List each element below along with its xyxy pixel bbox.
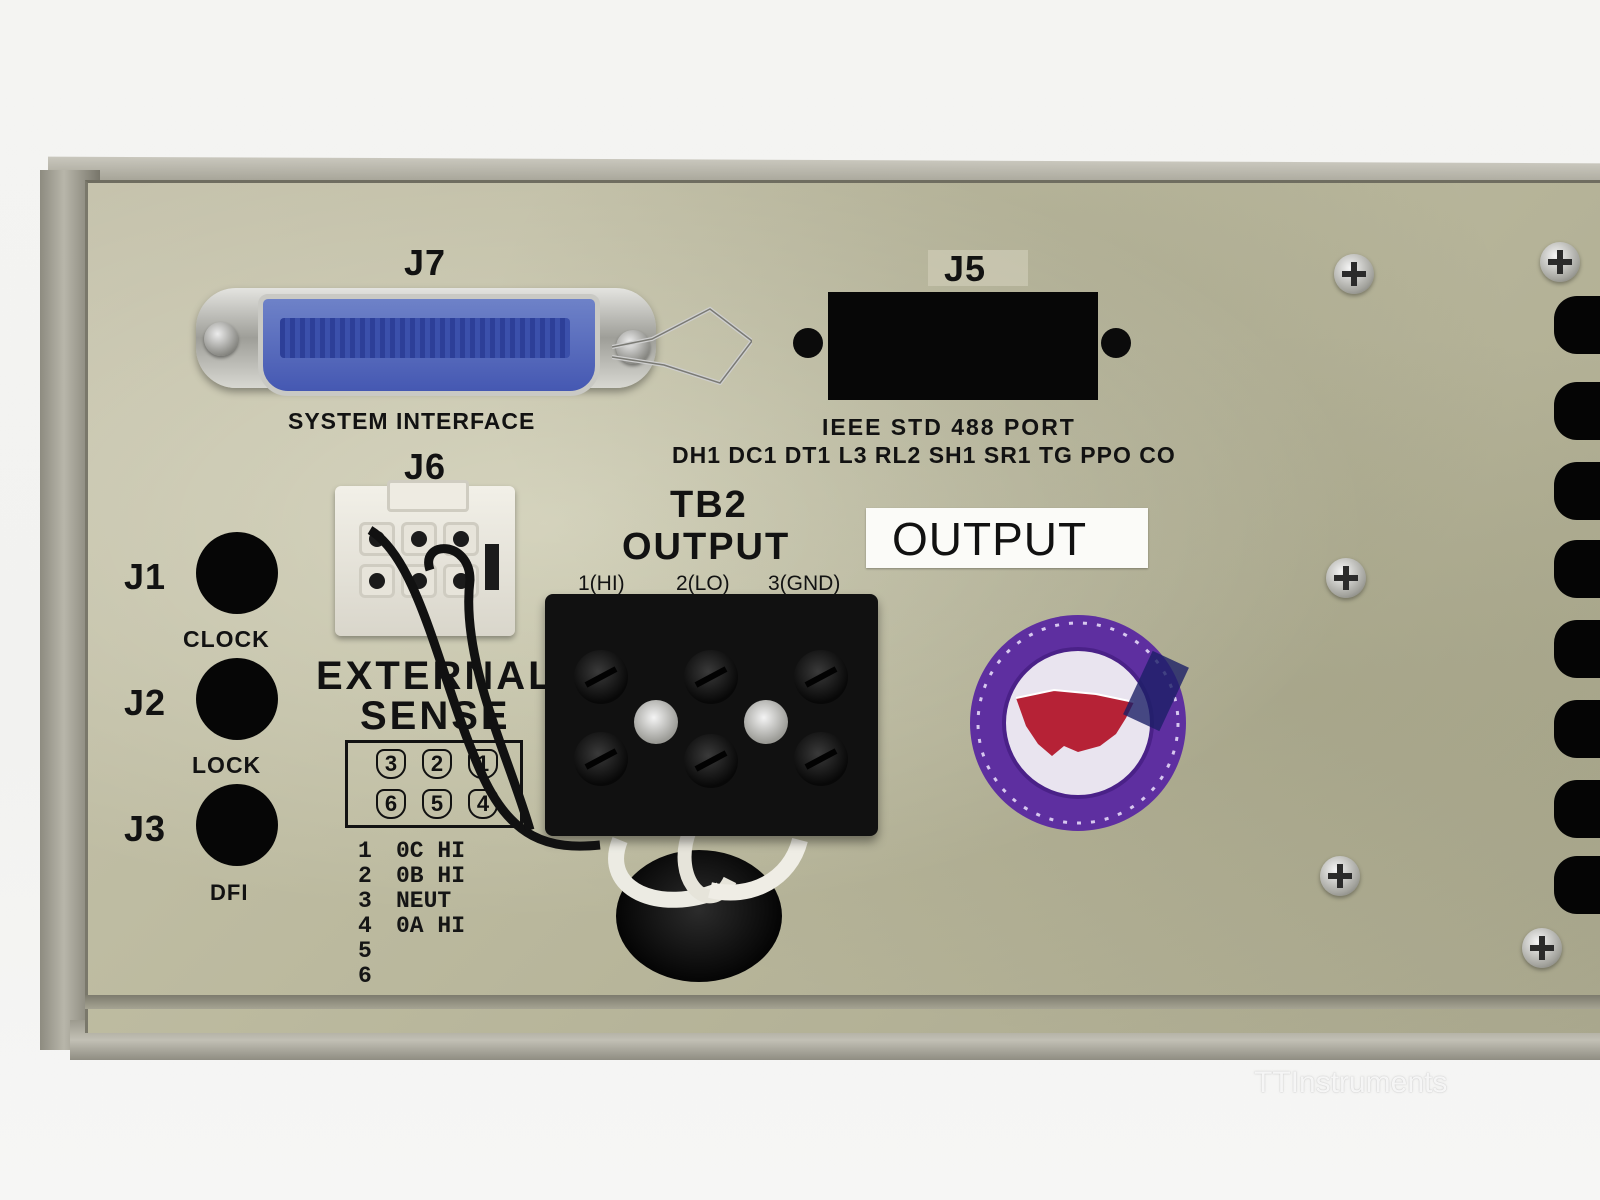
j2-label: J2 (124, 682, 167, 723)
panel-screw (1540, 242, 1580, 282)
panel-screw (1522, 928, 1562, 968)
output-terminal-block (545, 594, 878, 836)
vent-slot (1554, 296, 1600, 354)
vent-slot (1554, 856, 1600, 914)
pinout-pin-number: 4 (358, 913, 372, 939)
ieee-capability-codes: DH1 DC1 DT1 L3 RL2 SH1 SR1 TG PPO CO (672, 442, 1176, 468)
vent-slot (1554, 462, 1600, 520)
j6-pin (369, 573, 385, 589)
j7-wire-latch[interactable] (612, 305, 752, 385)
j7-pin-row (280, 318, 570, 358)
vent-slot (1554, 780, 1600, 838)
terminal-3-lower-screw[interactable] (794, 732, 848, 786)
sense-pin-diagram: 3 2 1 6 5 4 (345, 740, 523, 828)
panel-screw (1334, 254, 1374, 294)
pinout-signal: 0B HI (396, 863, 466, 889)
jumper-screw[interactable] (744, 700, 788, 744)
output-wires (608, 827, 808, 908)
terminal-1-lower-screw[interactable] (574, 732, 628, 786)
tb2-terminal-1-label: 1(HI) (578, 572, 625, 595)
vent-slot (1554, 540, 1600, 598)
pinout-pin-number: 3 (358, 888, 372, 914)
pinout-pin-number: 1 (358, 838, 372, 864)
vent-slot (1554, 382, 1600, 440)
j5-label: J5 (944, 248, 987, 289)
dfi-jack[interactable] (196, 784, 278, 866)
tb2-title: OUTPUT (622, 526, 791, 568)
ieee-488-port[interactable] (828, 292, 1098, 400)
sense-pin-label: 6 (376, 789, 406, 819)
tb2-terminal-2-label: 2(LO) (676, 572, 730, 595)
lock-jack[interactable] (196, 658, 278, 740)
vent-slot (1554, 620, 1600, 678)
vent-slot (1554, 700, 1600, 758)
made-in-america-seal (970, 615, 1189, 831)
j5-mount-hole-right (1101, 328, 1131, 358)
j6-cavity (359, 564, 395, 598)
pinout-signal: NEUT (396, 888, 452, 914)
j7-caption: SYSTEM INTERFACE (288, 408, 536, 434)
terminal-1-upper-screw[interactable] (574, 650, 628, 704)
sense-pin-label: 3 (376, 749, 406, 779)
j6-latch-tab (387, 480, 469, 512)
j3-caption: DFI (210, 880, 249, 905)
ieee-port-caption: IEEE STD 488 PORT (822, 414, 1076, 440)
pinout-pin-number: 5 (358, 938, 372, 964)
j5-label-patch (928, 250, 1028, 286)
clock-jack[interactable] (196, 532, 278, 614)
j1-caption: CLOCK (183, 626, 270, 652)
j1-label: J1 (124, 556, 167, 597)
j2-caption: LOCK (192, 752, 262, 778)
rear-panel-lip (85, 995, 1600, 1009)
sense-pin-label: 2 (422, 749, 452, 779)
external-sense-title: EXTERNAL (316, 654, 556, 698)
panel-screw (1320, 856, 1360, 896)
j7-left-screw (204, 322, 238, 356)
j6-pin (411, 531, 427, 547)
watermark: TTInstruments (1254, 1066, 1448, 1099)
pinout-pin-number: 2 (358, 863, 372, 889)
j3-label: J3 (124, 808, 167, 849)
terminal-2-upper-screw[interactable] (684, 650, 738, 704)
pinout-signal: 0C HI (396, 838, 466, 864)
j7-label: J7 (404, 242, 447, 283)
cable-grommet (616, 850, 782, 982)
output-sticker-text: OUTPUT (892, 513, 1088, 565)
j5-mount-hole-left (793, 328, 823, 358)
output-sticker: OUTPUT (866, 508, 1148, 568)
pinout-signal: 0A HI (396, 913, 466, 939)
terminal-2-lower-screw[interactable] (684, 734, 738, 788)
jumper-screw[interactable] (634, 700, 678, 744)
terminal-3-upper-screw[interactable] (794, 650, 848, 704)
sense-pin-label: 5 (422, 789, 452, 819)
j6-side-slot (485, 544, 499, 590)
j6-pin (453, 531, 469, 547)
tb2-label: TB2 (670, 484, 748, 526)
pinout-pin-number: 6 (358, 963, 372, 989)
sense-cable (367, 526, 601, 851)
tb2-terminal-3-label: 3(GND) (768, 572, 841, 595)
panel-screw (1326, 558, 1366, 598)
